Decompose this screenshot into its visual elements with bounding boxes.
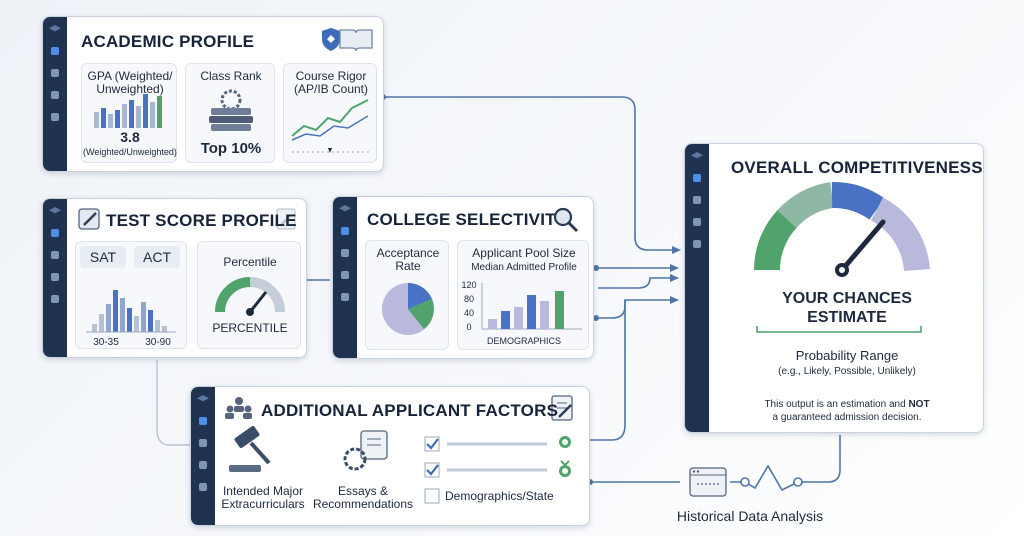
demographics-label: DEMOGRAPHICS xyxy=(486,336,561,346)
class-rank-panel: Class Rank Top 10% xyxy=(185,63,275,163)
sidebar-rail xyxy=(333,197,357,358)
card-title: ACADEMIC PROFILE xyxy=(81,32,255,51)
card-title: TEST SCORE PROFILE xyxy=(106,211,297,230)
card-title: COLLEGE SELECTIVITY xyxy=(367,210,568,229)
sat-chip: SAT xyxy=(80,246,126,268)
connector-academic xyxy=(383,96,672,251)
sidebar-rail xyxy=(685,144,709,432)
essays-label: Essays &Recommendations xyxy=(312,484,414,511)
sidebar-rail xyxy=(191,387,215,525)
acceptance-label: Acceptance Rate xyxy=(376,246,440,273)
acceptance-pie-chart xyxy=(382,283,434,335)
rank-label: Class Rank xyxy=(200,69,262,83)
gpa-panel: GPA (Weighted/ Unweighted) 3.8 (Weighted… xyxy=(81,63,177,163)
course-rigor-panel: Course Rigor (AP/IB Count) xyxy=(283,63,377,163)
tick-120: 120 xyxy=(461,280,477,290)
college-selectivity-card: COLLEGE SELECTIVITY Acceptance Rate Appl… xyxy=(332,196,594,359)
score-histogram xyxy=(86,290,176,333)
percentile-panel: Percentile PERCENTILE xyxy=(197,241,301,349)
tick-40: 40 xyxy=(463,308,474,318)
books-gear-icon xyxy=(209,89,253,131)
academic-profile-card: ACADEMIC PROFILE GPA (Weighted/ Unweight… xyxy=(42,16,384,172)
acceptance-rate-panel: Acceptance Rate xyxy=(365,240,449,350)
rigor-label: Course Rigor (AP/IB Count) xyxy=(293,69,369,96)
additional-factors-card: ADDITIONAL APPLICANT FACTORS Intended Ma… xyxy=(190,386,590,526)
applicant-pool-panel: Applicant Pool Size Median Admitted Prof… xyxy=(457,240,589,350)
historical-data-label: Historical Data Analysis xyxy=(676,508,824,524)
percentile-label: PERCENTILE xyxy=(212,321,288,335)
gpa-bar-chart xyxy=(94,94,162,128)
rank-value: Top 10% xyxy=(200,140,262,157)
gpa-note: (Weighted/Unweighted) xyxy=(83,147,177,157)
connector-test-factors xyxy=(156,360,190,446)
award-ribbon-icon xyxy=(559,436,571,477)
percentile-title: Percentile xyxy=(223,255,277,269)
sat-range: 30-35 xyxy=(93,337,119,348)
rigor-line-chart xyxy=(291,99,370,153)
gear-document-icon xyxy=(343,430,388,471)
people-icon xyxy=(225,397,252,419)
pool-bar-chart xyxy=(481,283,582,330)
percentile-gauge xyxy=(215,277,285,316)
card-title: OVERALL COMPETITIVENESS xyxy=(731,158,983,177)
score-distribution-panel: SAT ACT 30-35 30-90 xyxy=(75,241,187,349)
tick-80: 80 xyxy=(463,294,474,304)
gavel-icon xyxy=(229,425,271,472)
probability-range: Probability Range xyxy=(795,348,899,363)
card-title: ADDITIONAL APPLICANT FACTORS xyxy=(261,401,559,420)
pool-label: Applicant Pool Size xyxy=(472,246,576,260)
tick-0: 0 xyxy=(466,322,472,332)
sidebar-rail xyxy=(43,17,67,171)
median-label: Median Admitted Profile xyxy=(471,262,577,273)
act-chip: ACT xyxy=(134,246,180,268)
book-icon xyxy=(339,29,373,52)
gpa-value: 3.8 xyxy=(120,129,140,145)
pencil-notepad-icon xyxy=(78,208,100,230)
test-score-card: TEST SCORE PROFILE SAT ACT 30-35 30-90 P… xyxy=(42,198,307,358)
demographics-state-label: Demographics/State xyxy=(445,489,554,503)
gpa-label: GPA (Weighted/ Unweighted) xyxy=(87,69,173,96)
act-range: 30-90 xyxy=(145,337,171,348)
shield-icon xyxy=(322,28,340,51)
sidebar-rail xyxy=(43,199,67,357)
probability-examples: (e.g., Likely, Possible, Unlikely) xyxy=(778,366,916,377)
chances-gauge xyxy=(754,182,930,333)
